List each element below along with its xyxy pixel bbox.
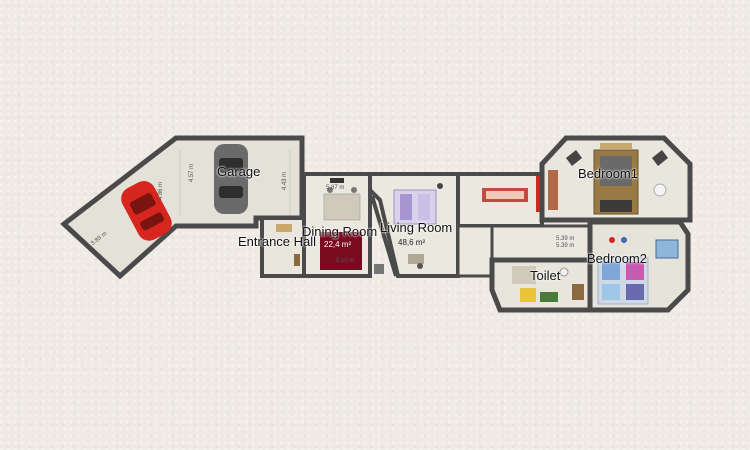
dining-dim-bottom: 5.10 m: [336, 258, 355, 264]
garage-dim-side2: 4.43 m: [282, 171, 289, 191]
garage-dim-side: 4.57 m: [189, 163, 196, 183]
entrance-hall-area[interactable]: [260, 216, 306, 278]
room-label-bedroom2: Bedroom2: [587, 251, 647, 266]
gray-car: [214, 144, 248, 214]
bedroom2-area[interactable]: [587, 219, 691, 313]
room-label-garage: Garage: [217, 164, 261, 179]
bedroom2-dim-a: 5.39 m: [556, 236, 575, 242]
garage-dim-diag: 4.86 m: [158, 181, 165, 201]
living-area-label: 48,6 m²: [398, 238, 426, 247]
dining-dim-top: 5.87 m: [326, 185, 345, 191]
toilet-area[interactable]: [489, 257, 593, 313]
room-label-toilet: Toilet: [530, 268, 561, 283]
dining-room-area[interactable]: [302, 172, 384, 278]
room-label-living: Living Room: [380, 220, 453, 235]
dining-rug: [320, 232, 362, 270]
bedroom2-dim-b: 5.39 m: [556, 243, 575, 249]
room-label-bedroom1: Bedroom1: [578, 166, 638, 181]
room-label-entrance: Entrance Hall: [238, 234, 317, 249]
living-room-area[interactable]: [368, 172, 468, 278]
bedroom1-area[interactable]: [539, 135, 693, 223]
corridor-area[interactable]: [456, 172, 594, 278]
dining-area-label: 22,4 m²: [324, 240, 352, 249]
red-car: [121, 181, 172, 241]
room-label-dining: Dining Room: [302, 224, 378, 239]
